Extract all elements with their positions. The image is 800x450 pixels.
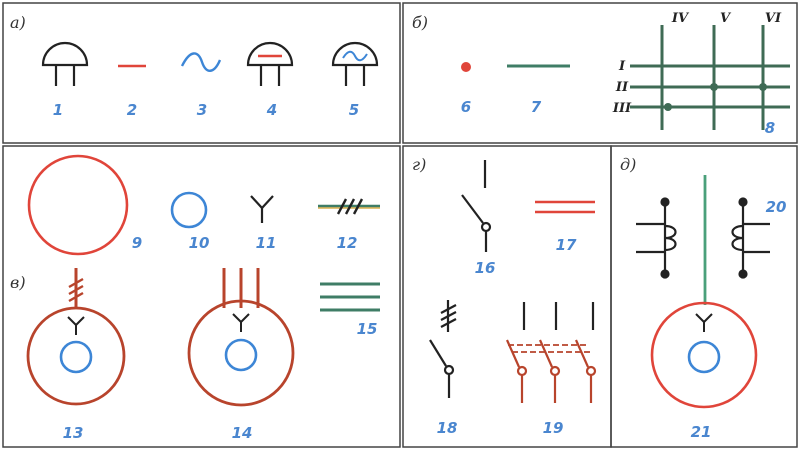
label-11: 11 [256,234,277,252]
label-19: 19 [543,419,564,437]
multi-switch-symbol-19 [505,302,597,403]
section-label-b: б) [412,13,428,32]
coil-symbol-left [636,197,677,279]
panel-a-frame [2,2,401,144]
grid-col-label-IV: IV [671,11,690,26]
three-pole-switch-symbol-18 [429,300,457,398]
device-symbol-14 [187,268,295,407]
blue-circle-symbol-10 [170,191,208,229]
grid-row-label-III: III [612,101,632,116]
label-3: 3 [197,101,207,119]
section-label-v: в) [10,273,26,292]
device-symbol-21 [650,175,758,409]
section-label-d: д) [620,155,636,174]
grid-row-label-II: II [615,80,629,95]
grid-symbol-8 [630,25,790,130]
switch-symbol-16 [461,160,492,252]
label-10: 10 [189,234,210,252]
label-15: 15 [357,320,378,338]
label-18: 18 [437,419,458,437]
section-label-g: г) [412,155,426,174]
socket-symbol-1 [41,41,89,86]
grid-row-label-I: I [618,59,626,74]
label-14: 14 [232,424,253,442]
triple-green-lines-symbol-15 [320,282,380,312]
large-red-circle-symbol-9 [27,154,129,256]
label-17: 17 [556,236,577,254]
label-20: 20 [766,198,787,216]
grid-junctions [664,83,767,111]
red-dot-symbol-6 [461,62,471,72]
device-symbol-13 [26,268,126,406]
section-label-a: а) [10,13,26,32]
socket-red-symbol-4 [246,41,294,86]
grid-col-label-V: V [720,11,732,26]
double-red-lines-symbol-17 [535,200,595,214]
panel-g-frame [402,145,612,448]
label-2: 2 [127,101,137,119]
label-1: 1 [53,101,63,119]
panel-d-frame [610,145,798,448]
grid-col-label-VI: VI [765,11,782,26]
panel-b-frame [402,2,798,144]
socket-sine-symbol-5 [331,41,379,86]
three-wire-line-symbol-12 [318,198,380,215]
label-8: 8 [765,119,775,137]
label-5: 5 [349,101,359,119]
label-4: 4 [266,101,277,119]
label-16: 16 [475,259,496,277]
panel-v-frame [2,145,401,448]
label-12: 12 [337,234,358,252]
y-antenna-symbol-11 [250,195,274,223]
sine-symbol-3 [180,52,222,72]
label-9: 9 [132,234,142,252]
label-6: 6 [461,98,471,116]
label-13: 13 [63,424,84,442]
label-21: 21 [691,423,712,441]
label-7: 7 [531,98,542,116]
coil-symbol-20 [731,197,770,279]
